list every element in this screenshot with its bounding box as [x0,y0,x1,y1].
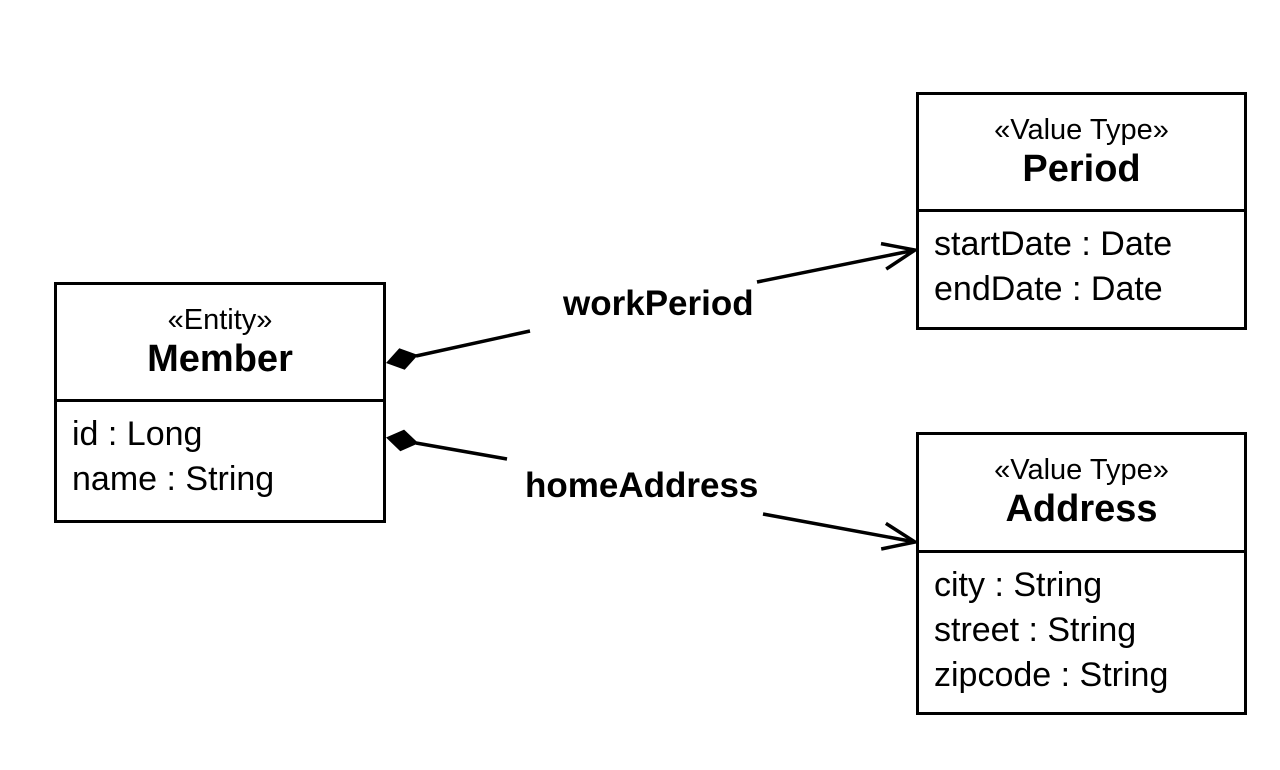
attribute-line: zipcode : String [934,656,1169,694]
stereotype-label: «Value Type» [994,113,1169,146]
association-line [756,248,914,284]
attribute-line: startDate : Date [934,225,1173,263]
composition-diamond-icon [386,429,419,452]
relation-label-homeaddress: homeAddress [525,466,759,505]
attribute-line: name : String [72,460,275,498]
attribute-compartment: startDate : Date endDate : Date [919,212,1244,312]
class-box-address: «Value Type» Address city : String stree… [916,432,1247,715]
class-box-member: «Entity» Member id : Long name : String [54,282,386,523]
open-arrowhead-icon [880,521,920,551]
class-name: Member [147,337,293,380]
class-header: «Entity» Member [57,285,383,402]
stereotype-label: «Value Type» [994,454,1169,486]
attribute-line: street : String [934,611,1137,649]
association-line [415,329,531,358]
open-arrowhead-icon [880,241,920,271]
attribute-line: id : Long [72,415,203,453]
relation-label-workperiod: workPeriod [563,284,754,323]
attribute-compartment: id : Long name : String [57,402,383,502]
stereotype-label: «Entity» [167,303,273,336]
class-name: Address [1005,488,1158,530]
attribute-line: endDate : Date [934,270,1163,308]
composition-diamond-icon [386,348,418,370]
class-header: «Value Type» Address [919,435,1244,553]
class-box-period: «Value Type» Period startDate : Date end… [916,92,1247,330]
association-line [415,441,508,461]
class-header: «Value Type» Period [919,95,1244,212]
attribute-line: city : String [934,566,1103,604]
class-name: Period [1022,147,1141,190]
association-line [762,512,914,544]
attribute-compartment: city : String street : String zipcode : … [919,553,1244,698]
